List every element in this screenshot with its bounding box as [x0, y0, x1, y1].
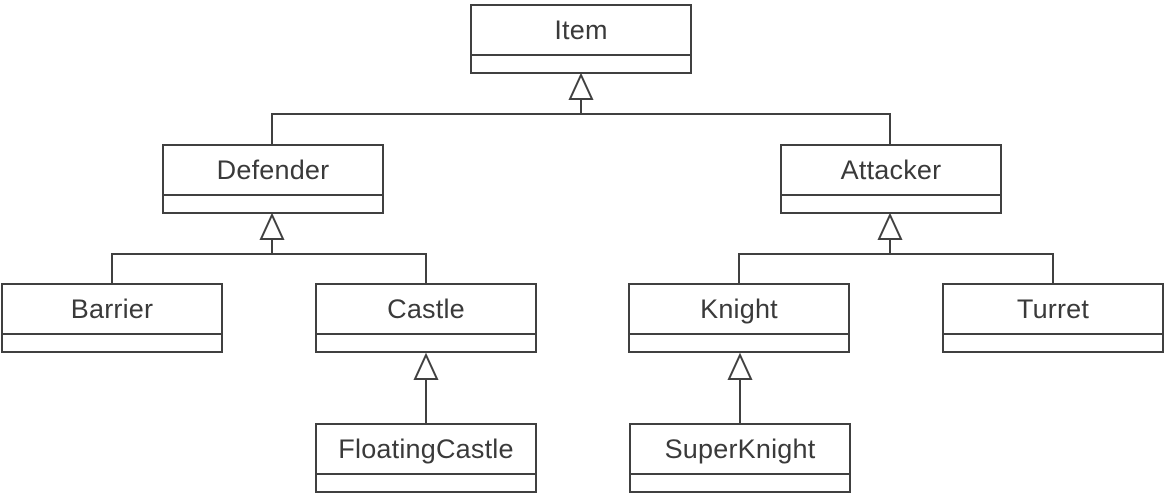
edge-item-children	[271, 99, 891, 145]
class-box-castle: Castle	[315, 283, 537, 353]
class-name-turret: Turret	[1016, 293, 1090, 324]
class-name-item: Item	[554, 14, 608, 45]
class-name-castle: Castle	[387, 293, 465, 324]
class-name-barrier: Barrier	[70, 293, 154, 324]
class-box-turret: Turret	[942, 283, 1164, 353]
generalization-arrowhead-knight	[727, 352, 753, 380]
generalization-arrowhead-defender	[259, 212, 285, 240]
class-name-superknight: SuperKnight	[664, 433, 816, 464]
class-box-defender: Defender	[162, 144, 384, 214]
class-attributes-compartment-defender	[164, 194, 382, 212]
class-name-knight: Knight	[700, 293, 778, 324]
class-box-floatingcastle: FloatingCastle	[315, 423, 537, 493]
class-box-barrier: Barrier	[1, 283, 223, 353]
generalization-arrowhead-item	[568, 72, 594, 100]
class-attributes-compartment-barrier	[3, 333, 221, 351]
class-attributes-compartment-superknight	[631, 473, 849, 491]
generalization-arrowhead-castle	[413, 352, 439, 380]
class-box-knight: Knight	[628, 283, 850, 353]
class-attributes-compartment-floatingcastle	[317, 473, 535, 491]
class-name-attacker: Attacker	[840, 154, 942, 185]
class-attributes-compartment-turret	[944, 333, 1162, 351]
class-name-defender: Defender	[216, 154, 330, 185]
class-attributes-compartment-item	[472, 54, 690, 72]
class-box-item: Item	[470, 4, 692, 74]
class-attributes-compartment-castle	[317, 333, 535, 351]
edge-attacker-children	[738, 240, 1054, 284]
edge-defender-children	[111, 240, 427, 284]
generalization-arrowhead-attacker	[877, 212, 903, 240]
class-attributes-compartment-knight	[630, 333, 848, 351]
class-box-superknight: SuperKnight	[629, 423, 851, 493]
class-box-attacker: Attacker	[780, 144, 1002, 214]
class-name-floatingcastle: FloatingCastle	[338, 433, 514, 464]
class-attributes-compartment-attacker	[782, 194, 1000, 212]
